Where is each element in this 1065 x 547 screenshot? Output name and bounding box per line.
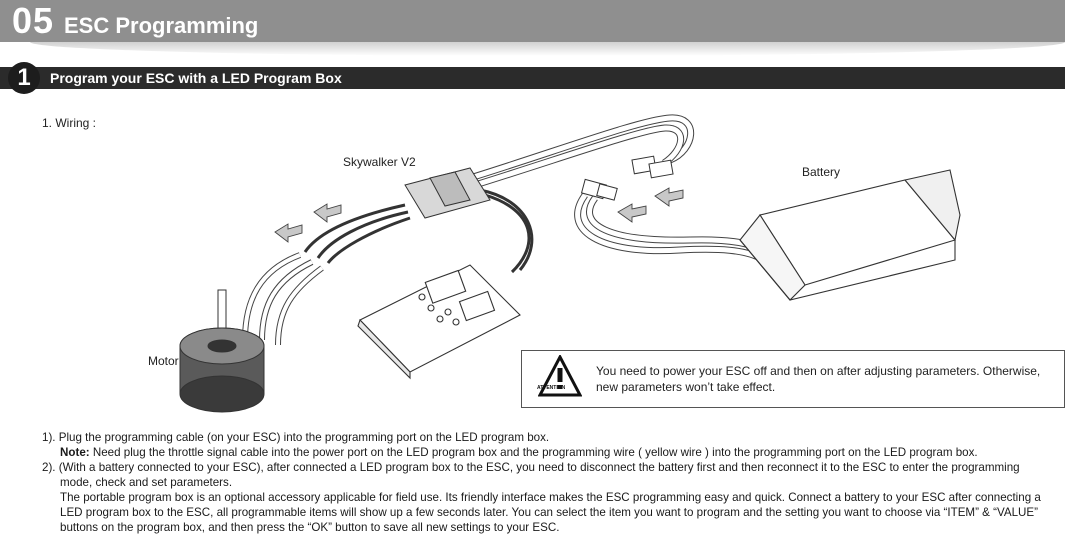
section-number-badge: 1 <box>8 62 40 94</box>
note-text: Need plug the throttle signal cable into… <box>89 446 978 459</box>
battery-pack <box>739 169 961 301</box>
esc-label: Skywalker V2 <box>343 155 416 169</box>
chapter-number: 05 <box>12 0 55 41</box>
note-label: Note: <box>60 446 90 459</box>
step-2: 2). (With a battery connected to your ES… <box>42 461 1020 474</box>
instructions: 1). Plug the programming cable (on your … <box>42 430 1064 535</box>
battery-label: Battery <box>802 165 841 179</box>
led-program-box <box>357 264 521 380</box>
program-box-paragraph: The portable program box is an optional … <box>60 491 1041 534</box>
notice-text: You need to power your ESC off and then … <box>596 364 1041 394</box>
esc-unit <box>404 167 491 219</box>
header-bar: 05 ESC Programming <box>0 0 1065 42</box>
section-bar: Program your ESC with a LED Program Box <box>0 67 1065 89</box>
motor <box>179 289 265 413</box>
wiring-label: 1. Wiring : <box>42 116 97 130</box>
header-shadow <box>30 42 1065 56</box>
section-title: Program your ESC with a LED Program Box <box>50 70 342 86</box>
chapter-title: ESC Programming <box>64 13 259 38</box>
step-1: 1). Plug the programming cable (on your … <box>42 431 550 444</box>
attention-notice: ATTENTION You need to power your ESC off… <box>521 350 1065 408</box>
attention-icon-text: ATTENTION <box>537 385 566 391</box>
warning-icon <box>538 355 582 397</box>
wiring-diagram <box>179 114 961 413</box>
step-2-continued: mode, check and set parameters. <box>60 476 233 489</box>
motor-label: Motor <box>148 354 179 368</box>
note: Note: Need plug the throttle signal cabl… <box>42 445 1064 460</box>
